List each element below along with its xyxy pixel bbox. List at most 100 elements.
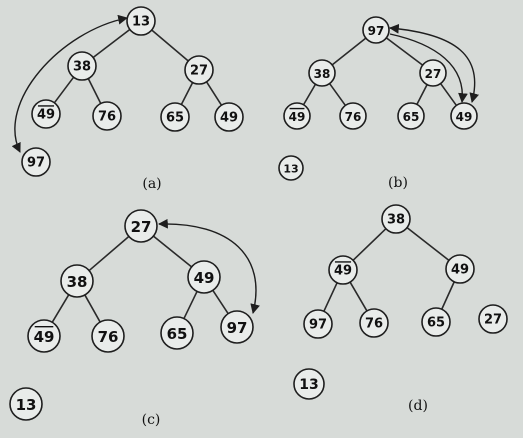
tree-edge	[302, 83, 317, 106]
node-label: 49	[456, 110, 473, 124]
tree-node: 49	[450, 102, 478, 130]
tree-edge	[205, 81, 223, 106]
tree-edge	[152, 235, 193, 268]
tree-node: 13	[293, 368, 325, 400]
node-label: 97	[368, 24, 385, 38]
tree-node: 27	[184, 55, 214, 85]
node-label: 76	[345, 110, 362, 124]
tree-edge	[183, 291, 198, 319]
node-label: 65	[403, 110, 420, 124]
node-label: 76	[98, 110, 116, 125]
swap-arrow-outer	[389, 23, 479, 103]
tree-node: 27	[124, 209, 158, 243]
node-circle	[126, 6, 156, 36]
node-label: 13	[16, 396, 37, 414]
tree-edge	[151, 29, 189, 62]
node-circle	[220, 310, 254, 344]
tree-node: 65	[397, 102, 425, 130]
tree-node: 76	[92, 101, 122, 131]
node-circle	[339, 102, 367, 130]
node-label: 97	[309, 318, 327, 333]
tree-node: 97	[303, 309, 333, 339]
tree-node: 38	[381, 204, 411, 234]
tree-node: 38	[60, 264, 94, 298]
tree-node: 49	[214, 102, 244, 132]
node-label: 76	[365, 317, 383, 332]
tree-node: 65	[421, 307, 451, 337]
node-circle	[359, 308, 389, 338]
node-circle	[397, 102, 425, 130]
tree-node: 49	[445, 254, 475, 284]
node-circle	[381, 204, 411, 234]
tree-edge	[53, 76, 75, 104]
tree-node: 49	[283, 102, 311, 130]
node-circle	[31, 99, 61, 129]
tree-edge	[349, 281, 368, 312]
node-circle	[184, 55, 214, 85]
node-circle	[445, 254, 475, 284]
tree-node: 27	[478, 304, 508, 334]
node-circle	[450, 102, 478, 130]
node-label: 49	[334, 264, 352, 279]
node-circle	[362, 16, 390, 44]
tree-edge	[212, 289, 229, 315]
tree-edge	[416, 84, 428, 105]
node-label: 38	[67, 273, 88, 291]
tree-edge	[441, 281, 455, 310]
node-circle	[214, 102, 244, 132]
tree-node: 13	[9, 387, 43, 421]
tree-edge	[352, 228, 387, 261]
node-circle	[124, 209, 158, 243]
node-circle	[278, 155, 304, 181]
node-circle	[283, 102, 311, 130]
node-label: 49	[220, 111, 238, 126]
node-circle	[160, 102, 190, 132]
node-label: 49	[194, 269, 215, 287]
tree-node: 38	[308, 59, 336, 87]
node-circle	[21, 147, 51, 177]
tree-node: 76	[359, 308, 389, 338]
node-circle	[9, 387, 43, 421]
node-circle	[92, 101, 122, 131]
panel-caption: (c)	[142, 412, 161, 428]
swap-arrow	[11, 14, 128, 153]
node-label: 76	[98, 328, 119, 346]
tree-node: 97	[220, 310, 254, 344]
tree-node: 97	[362, 16, 390, 44]
tree-node: 13	[278, 155, 304, 181]
node-label: 65	[427, 316, 445, 331]
tree-edge	[323, 282, 338, 312]
tree-edge	[331, 37, 367, 66]
tree-node: 49	[31, 99, 61, 129]
node-circle	[478, 304, 508, 334]
panel-caption: (d)	[408, 398, 428, 414]
tree-node: 49	[187, 260, 221, 294]
node-circle	[27, 319, 61, 353]
panel-d: 38 49 49 97 76 65 27 13 (d)	[293, 204, 508, 414]
tree-edge	[439, 83, 458, 106]
node-circle	[67, 51, 97, 81]
node-label: 27	[190, 64, 208, 79]
node-label: 38	[73, 60, 91, 75]
tree-node: 65	[160, 316, 194, 350]
node-label: 38	[314, 67, 331, 81]
tree-edge	[92, 28, 131, 59]
node-circle	[60, 264, 94, 298]
node-label: 27	[484, 313, 502, 328]
tree-node: 97	[21, 147, 51, 177]
tree-node: 49	[27, 319, 61, 353]
tree-edge	[328, 83, 347, 106]
node-circle	[419, 59, 447, 87]
tree-edge	[51, 294, 70, 323]
node-label: 13	[283, 163, 298, 176]
node-circle	[187, 260, 221, 294]
swap-arrow-inner	[389, 33, 468, 103]
node-label: 49	[451, 263, 469, 278]
node-circle	[91, 319, 125, 353]
node-circle	[303, 309, 333, 339]
node-label: 27	[425, 67, 442, 81]
